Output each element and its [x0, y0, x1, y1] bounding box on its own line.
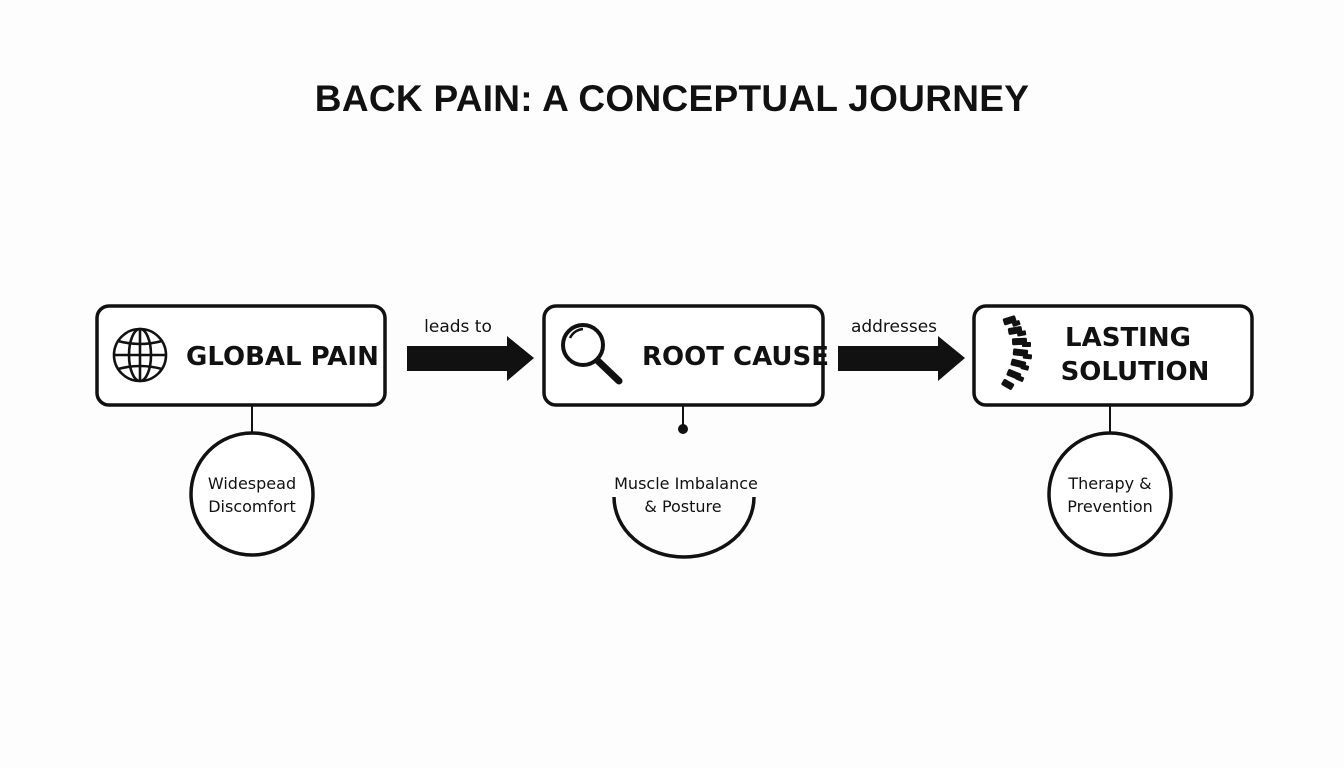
- step-global-pain: GLOBAL PAIN Widespead Discomfort: [95, 304, 387, 557]
- spine-icon: [1001, 315, 1033, 390]
- step-lasting-solution: LASTING SOLUTION Therapy & Prevention: [972, 304, 1254, 557]
- step-root-cause: ROOT CAUSE Muscle Imbalance & Posture: [542, 304, 829, 559]
- globe-icon: [112, 327, 168, 383]
- stem-dot-root-cause: [678, 424, 688, 434]
- detail-circle-global-pain: [189, 431, 315, 557]
- detail-line-root-cause-1: Muscle Imbalance: [614, 474, 758, 493]
- arrow-right-icon: [838, 336, 965, 381]
- detail-line-global-pain-1: Widespead: [208, 474, 296, 493]
- detail-arc-root-cause: [612, 496, 756, 559]
- detail-line-root-cause-2: & Posture: [644, 497, 721, 516]
- step-label-global-pain: GLOBAL PAIN: [186, 342, 379, 372]
- connector-leads-to: leads to: [407, 317, 534, 381]
- step-box-global-pain: [95, 304, 387, 407]
- magnifier-icon: [561, 323, 623, 385]
- arrow-right-icon: [407, 336, 534, 381]
- connector-label-leads-to: leads to: [424, 317, 492, 337]
- step-label-root-cause: ROOT CAUSE: [642, 342, 829, 372]
- detail-line-lasting-solution-2: Prevention: [1067, 497, 1153, 516]
- connector-addresses: addresses: [838, 317, 965, 381]
- step-label-lasting-solution-1: LASTING: [1065, 323, 1191, 353]
- step-box-lasting-solution: [972, 304, 1254, 407]
- detail-line-global-pain-2: Discomfort: [208, 497, 296, 516]
- diagram-title: BACK PAIN: A CONCEPTUAL JOURNEY: [314, 78, 1030, 119]
- detail-circle-lasting-solution: [1047, 431, 1173, 557]
- connector-label-addresses: addresses: [851, 317, 937, 337]
- step-label-lasting-solution-2: SOLUTION: [1061, 357, 1210, 387]
- detail-line-lasting-solution-1: Therapy &: [1067, 474, 1151, 493]
